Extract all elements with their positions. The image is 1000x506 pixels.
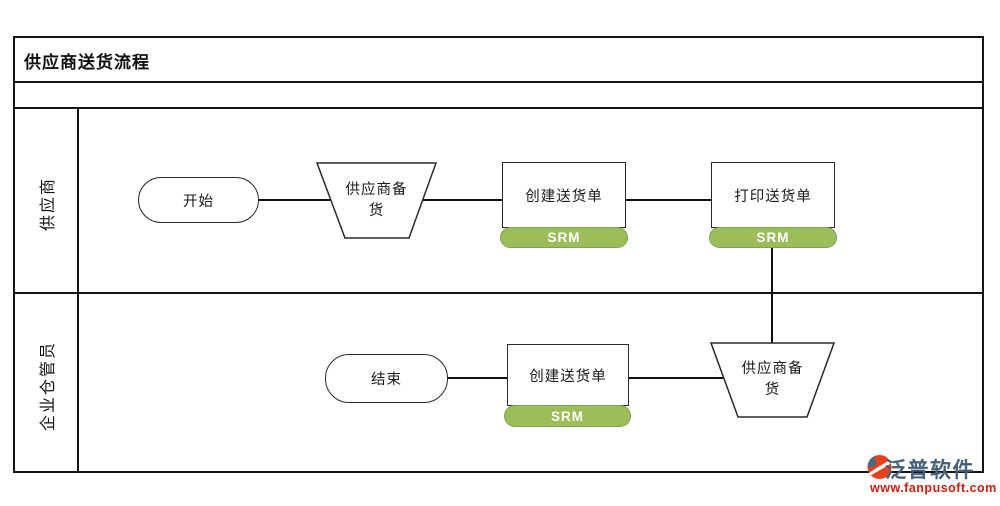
connector-print1-to-prep2 [771,247,773,344]
srm-badge-create1: SRM [500,227,628,248]
connector-start-to-prep1 [258,199,330,201]
trapezoid-shape [316,162,437,239]
trapezoid-shape [710,342,835,418]
node-create-delivery-note-2: 创建送货单 [507,344,629,406]
node-start: 开始 [138,177,259,223]
node-supplier-prep-2: 供应商备货 [710,342,835,418]
fanpu-logo-icon [867,455,892,479]
node-create-delivery-note-1-label: 创建送货单 [525,188,603,205]
srm-badge-create2: SRM [504,405,631,427]
diagram-title: 供应商送货流程 [24,53,150,72]
title-divider [13,81,984,83]
fanpu-logo[interactable]: 泛普软件 www.fanpusoft.com [864,452,1000,502]
connector-prep2-to-create2 [627,377,745,379]
node-end: 结束 [325,354,448,403]
srm-badge-print1: SRM [709,227,837,248]
fanpu-logo-name: 泛普软件 [885,459,975,482]
node-create-delivery-note-2-label: 创建送货单 [529,368,607,385]
node-start-label: 开始 [183,193,214,210]
node-supplier-prep-2-label: 供应商备货 [741,360,804,398]
node-print-delivery-note-label: 打印送货单 [734,188,812,205]
fanpu-logo-url[interactable]: www.fanpusoft.com [870,481,997,495]
fanpu-logo-row: 泛普软件 [864,452,1000,482]
node-create-delivery-note-1: 创建送货单 [502,162,626,228]
node-supplier-prep-1: 供应商备货 [316,162,437,239]
lane-divider [13,292,984,294]
lane-label-supplier: 供应商 [40,177,57,232]
node-supplier-prep-1-label: 供应商备货 [345,181,408,219]
connector-create2-to-end [446,377,509,379]
connector-create1-to-print1 [625,199,712,201]
lane-label-warehouse-manager: 企业仓管员 [40,341,57,432]
subheader-divider [13,107,984,109]
node-end-label: 结束 [371,372,402,388]
diagram-border [13,36,984,473]
connector-prep1-to-create1 [420,199,504,201]
node-print-delivery-note: 打印送货单 [711,162,835,228]
lane-label-column-divider [77,107,79,473]
